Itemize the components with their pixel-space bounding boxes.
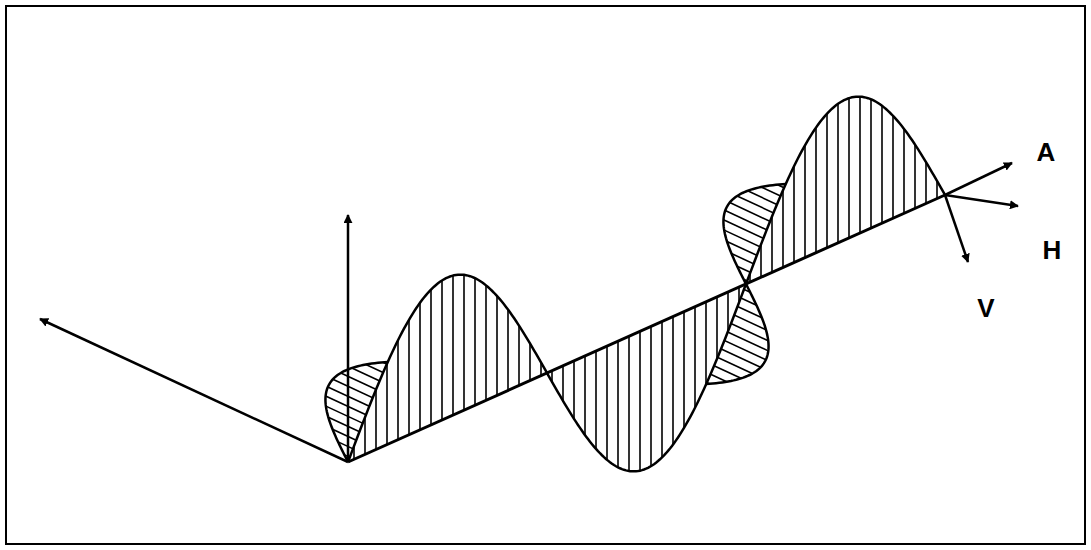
a-arrow: [945, 163, 1012, 195]
hatch-line: [606, 346, 608, 460]
electric-wave: [348, 97, 945, 472]
hatch-line: [705, 302, 707, 385]
hatch-line: [881, 106, 883, 223]
hatch-line: [628, 336, 630, 471]
hatch-line: [441, 280, 443, 419]
hatch-line: [364, 417, 366, 454]
hatch-line: [386, 364, 388, 445]
hatch-line: [507, 310, 509, 391]
wave-group: [325, 97, 945, 472]
hatch-line: [914, 145, 916, 209]
hatch-line: [815, 128, 817, 253]
hatch-line: [617, 341, 619, 467]
hatch-line: [870, 99, 872, 228]
axis-label: V: [977, 295, 994, 321]
horizontal-axis-arrow: [40, 319, 348, 462]
hatch-line: [716, 297, 718, 359]
propagation-axis: [348, 195, 945, 462]
hatch-line: [650, 326, 652, 466]
hatch-line: [518, 326, 520, 386]
axis-label: H: [1043, 237, 1062, 263]
h-arrow: [945, 195, 1018, 206]
frame-border: [6, 6, 1085, 544]
hatch-line: [496, 296, 498, 395]
electric-wave-fill: [348, 97, 945, 472]
hatch-line: [793, 166, 795, 262]
hatch-line: [826, 114, 828, 248]
hatch-line: [672, 317, 674, 445]
hatch-line: [430, 290, 432, 425]
hatch-line: [837, 104, 839, 243]
hatch-line: [452, 276, 454, 415]
hatch-line: [903, 129, 905, 213]
hatch-line: [848, 98, 850, 238]
hatch-line: [782, 190, 784, 267]
hatch-line: [397, 340, 399, 439]
electric-wave-outline: [348, 97, 945, 472]
hatch-line: [474, 278, 476, 405]
hatch-line: [408, 320, 410, 435]
hatch-line: [727, 292, 729, 331]
hatch-line: [463, 275, 465, 410]
hatch-line: [485, 285, 487, 400]
hatch-line: [419, 303, 421, 430]
hatch-line: [892, 116, 894, 218]
hatch-line: [595, 351, 597, 449]
hatch-line: [694, 307, 696, 408]
hatch-line: [804, 145, 806, 257]
hatch-line: [859, 97, 861, 233]
hatch-line: [584, 356, 586, 435]
hatch-line: [925, 162, 927, 203]
hatch-line: [683, 312, 685, 428]
axis-label: A: [1037, 139, 1056, 165]
hatch-line: [661, 322, 663, 458]
hatch-line: [375, 390, 377, 450]
hatch-line: [639, 331, 641, 470]
hatch-line: [573, 361, 575, 419]
vertical-axis-arrow: [347, 215, 350, 462]
v-arrow: [945, 195, 968, 262]
hatch-line: [529, 343, 531, 380]
hatch-line: [562, 366, 564, 401]
hatch-line: [771, 217, 773, 273]
